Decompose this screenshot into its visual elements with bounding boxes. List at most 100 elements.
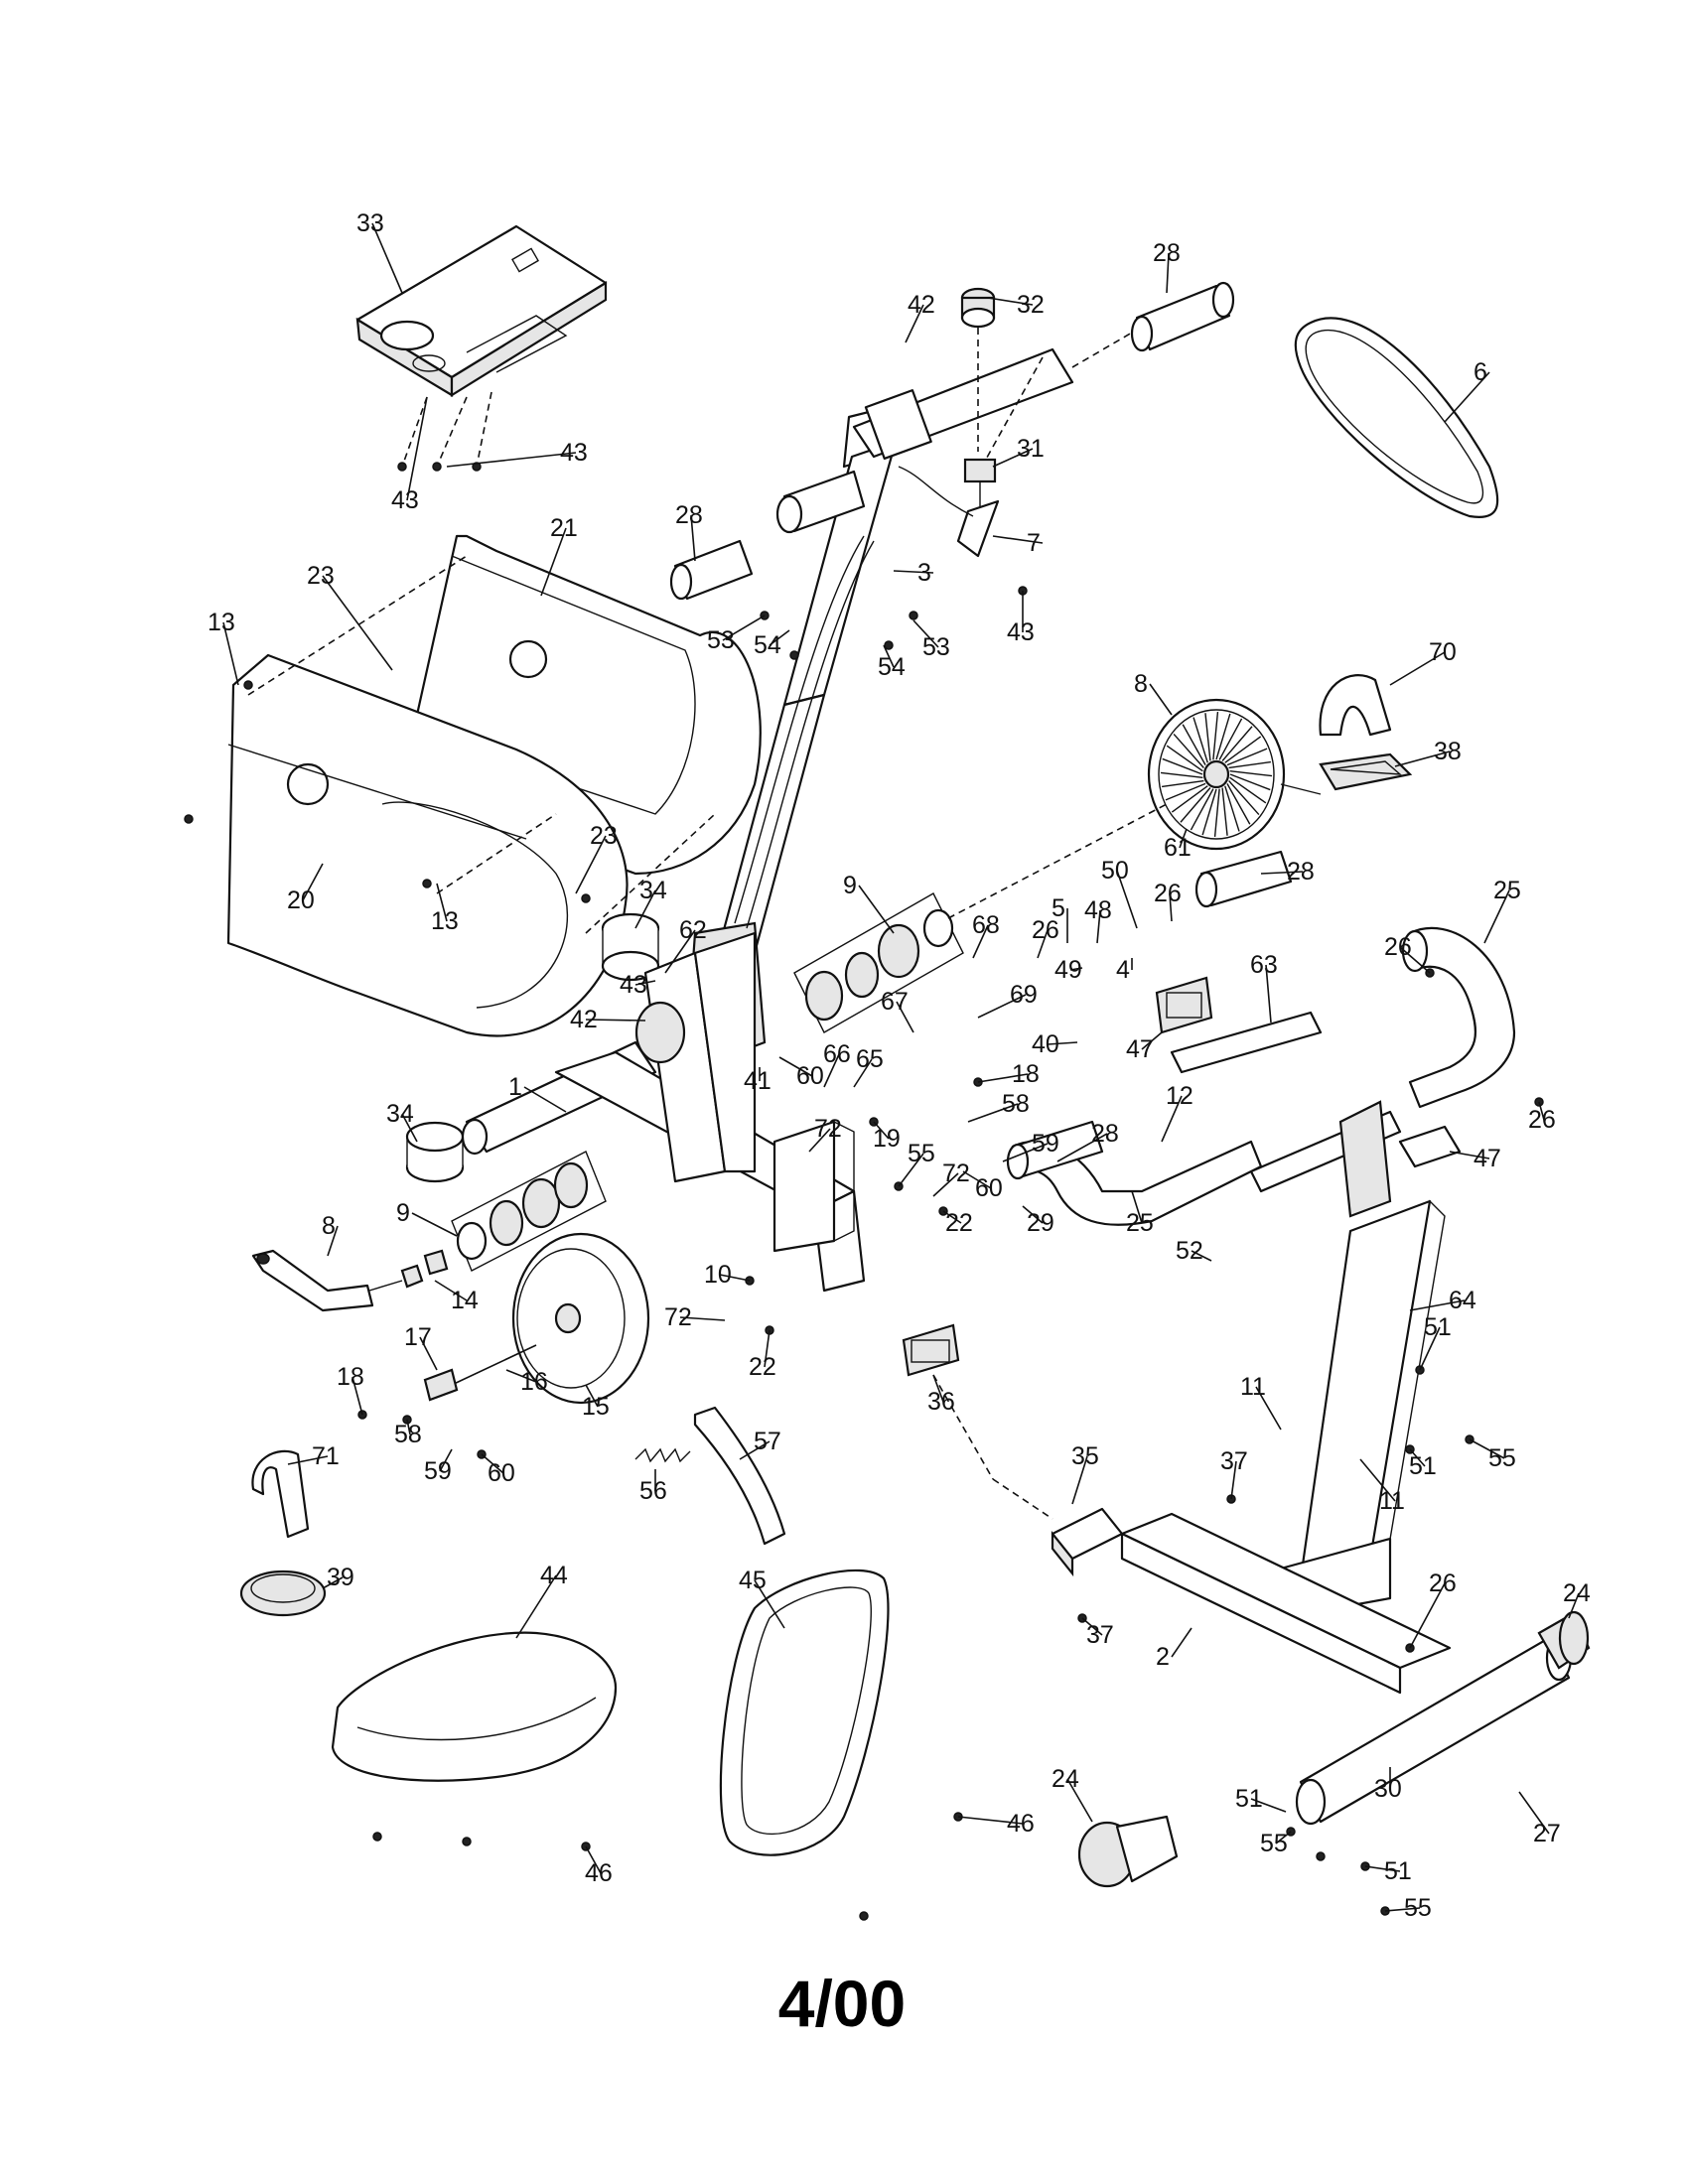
leader-line — [481, 1453, 504, 1474]
grip-part-28-upper-right — [1130, 281, 1235, 352]
fastener-dot — [859, 1911, 869, 1921]
pulley-spoke — [1224, 736, 1262, 763]
part-callout-number: 34 — [639, 877, 667, 904]
pulley-spoke — [1212, 711, 1219, 760]
leader-line — [972, 924, 989, 959]
leader-line — [905, 304, 924, 343]
part-callout-number: 23 — [590, 822, 618, 850]
part-callout-number: 46 — [585, 1859, 613, 1887]
leader-line — [893, 570, 934, 574]
part-callout-number: 31 — [1017, 435, 1045, 463]
leader-line — [505, 1369, 537, 1383]
leader-line — [1518, 1791, 1550, 1835]
leader-line — [664, 929, 696, 974]
part-callout-number: 47 — [1474, 1145, 1501, 1172]
callout-labels: 3343434343212323131320424232282828286317… — [208, 209, 1591, 1922]
part-callout-number: 70 — [1429, 638, 1457, 666]
part-callout-number: 38 — [1434, 738, 1462, 765]
part-callout-number: 4 — [1116, 956, 1130, 984]
crank-arm-part-8-lower — [251, 1249, 403, 1312]
leader-line — [1230, 1460, 1237, 1500]
leader-line — [634, 889, 656, 929]
pulley-spoke — [1162, 779, 1204, 788]
part-callout-number: 9 — [396, 1199, 410, 1227]
leader-line — [957, 1816, 1024, 1825]
part-callout-number: 65 — [856, 1045, 884, 1073]
fastener-dot — [462, 1837, 472, 1846]
tube-handgrip — [775, 470, 866, 534]
leader-line — [987, 297, 1034, 306]
part-callout-number: 55 — [1488, 1444, 1516, 1472]
pedal-part-38 — [1319, 752, 1413, 791]
leader-line — [1081, 1617, 1103, 1636]
end-cap-part-24-right — [1537, 1610, 1591, 1670]
part-callout-number: 40 — [1032, 1030, 1059, 1058]
leader-line — [1483, 889, 1510, 944]
part-callout-number: 46 — [1007, 1810, 1035, 1838]
flywheel-part-15 — [511, 1232, 650, 1405]
leader-line — [1131, 1190, 1143, 1224]
part-callout-number: 43 — [560, 439, 588, 467]
part-callout-number: 25 — [1126, 1209, 1154, 1237]
part-callout-number: 68 — [972, 911, 1000, 939]
part-callout-number: 44 — [540, 1562, 568, 1589]
fastener-dot — [243, 680, 253, 690]
leader-line — [1538, 1101, 1545, 1121]
leader-line — [1116, 870, 1138, 929]
part-callout-number: 55 — [1404, 1894, 1432, 1922]
part-callout-number: 28 — [1153, 239, 1181, 267]
leader-line — [302, 863, 324, 901]
leader-line — [1056, 1133, 1108, 1162]
pulley-spoke — [1213, 788, 1220, 838]
part-callout-number: 43 — [391, 486, 419, 514]
part-callout-number: 39 — [327, 1564, 354, 1591]
leader-line — [439, 1448, 453, 1472]
pulley-spoke — [1228, 780, 1260, 815]
leader-line — [1568, 1592, 1580, 1619]
part-callout-number: 12 — [1166, 1082, 1193, 1110]
leader-line — [1066, 1778, 1093, 1823]
leader-line — [287, 1455, 329, 1465]
leader-line — [406, 396, 428, 501]
axle-part-16 — [423, 1344, 537, 1402]
leader-line — [351, 1376, 363, 1416]
leader-line — [222, 621, 239, 686]
part-callout-number: 51 — [1424, 1313, 1452, 1341]
part-callout-number: 69 — [1010, 981, 1038, 1009]
part-callout-number: 1 — [508, 1073, 522, 1101]
bearing-set-part-9-lower — [451, 1151, 607, 1272]
leader-line — [1171, 1627, 1193, 1658]
part-callout-number: 61 — [1164, 834, 1192, 862]
part-callout-number: 66 — [823, 1040, 851, 1068]
leader-line — [764, 1329, 771, 1368]
leader-line — [436, 883, 448, 922]
part-callout-number: 13 — [208, 609, 235, 636]
leader-line — [873, 1121, 890, 1140]
pulley-spoke — [1162, 757, 1203, 775]
part-callout-number: 71 — [312, 1442, 340, 1470]
part-callout-number: 53 — [922, 633, 950, 661]
leader-line — [371, 222, 403, 294]
leader-line — [1161, 1095, 1183, 1143]
part-callout-number: 28 — [1091, 1120, 1119, 1148]
part-callout-number: 60 — [975, 1174, 1003, 1202]
end-cap-part-47-a — [1155, 976, 1213, 1034]
pulley-spoke — [1229, 773, 1271, 791]
part-callout-number: 41 — [744, 1067, 772, 1095]
part-callout-number: 5 — [1052, 894, 1065, 922]
leader-line — [1394, 751, 1451, 767]
part-callout-number: 9 — [843, 872, 857, 899]
part-callout-number: 55 — [1260, 1830, 1288, 1857]
part-callout-number: 51 — [1409, 1452, 1437, 1480]
callout-leaders — [222, 222, 1580, 1912]
part-callout-number: 26 — [1429, 1570, 1457, 1597]
grip-part-28-upper-left — [669, 539, 754, 601]
leader-line — [523, 1086, 567, 1113]
pulley-spoke — [1224, 785, 1240, 832]
part-callout-number: 10 — [704, 1261, 732, 1289]
spring-part-56 — [634, 1447, 691, 1463]
part-callout-number: 2 — [1156, 1643, 1170, 1671]
frame-part-2 — [1120, 1512, 1452, 1695]
fastener-dot — [909, 611, 918, 620]
